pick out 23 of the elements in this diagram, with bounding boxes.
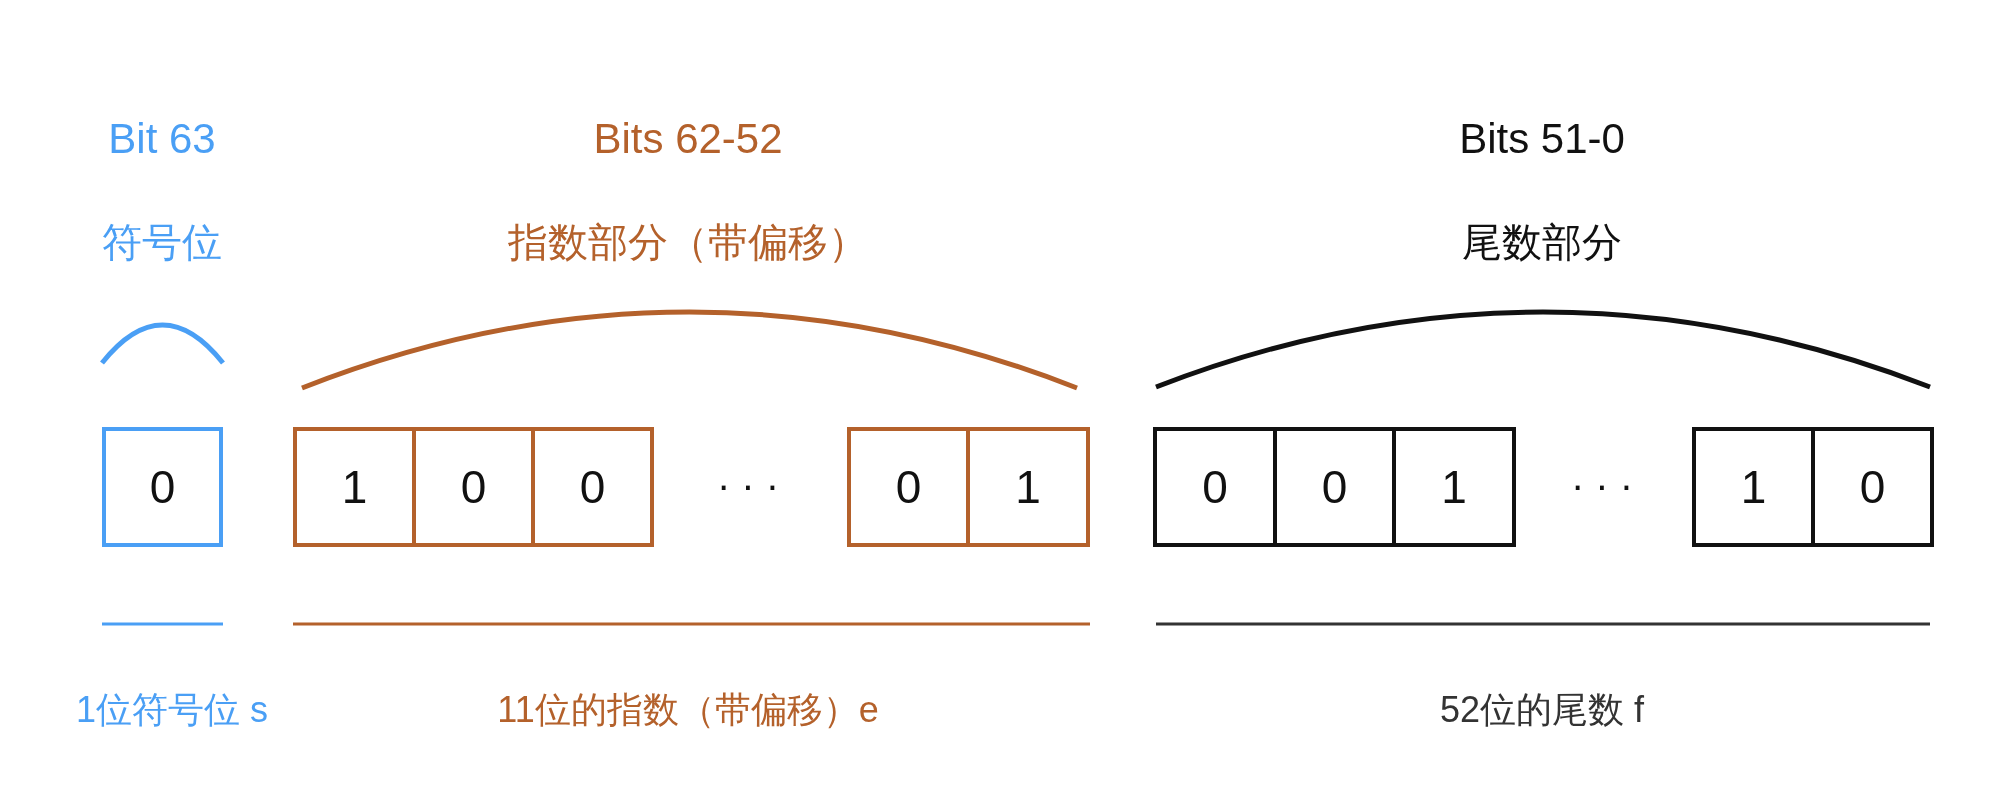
field-description: 1位符号位 s	[76, 692, 268, 728]
bit-value: 1	[1441, 460, 1467, 514]
field-name: 指数部分（带偏移）	[508, 222, 868, 262]
bit-value: 0	[895, 460, 922, 514]
bit-value: 0	[1202, 460, 1228, 514]
bit-value: 1	[1740, 460, 1767, 514]
field-name: 尾数部分	[1462, 222, 1622, 262]
field-name: 符号位	[102, 222, 222, 262]
field-description: 11位的指数（带偏移）e	[497, 692, 879, 728]
bit-value: 0	[1321, 460, 1348, 514]
ellipsis-dots: · · ·	[1570, 465, 1634, 505]
ellipsis-dots: · · ·	[716, 465, 780, 505]
bit-range-label: Bit 63	[108, 118, 216, 160]
bit-cell	[102, 427, 223, 547]
bit-value: 0	[579, 460, 606, 514]
bit-range-label: Bits 62-52	[593, 118, 783, 160]
field-description: 52位的尾数 f	[1440, 692, 1644, 728]
bit-value: 0	[1859, 460, 1886, 514]
bit-value: 0	[149, 460, 176, 514]
bit-value: 1	[1015, 460, 1041, 514]
bit-range-label: Bits 51-0	[1459, 118, 1625, 160]
bit-value: 0	[460, 460, 487, 514]
bit-value: 1	[341, 460, 368, 514]
